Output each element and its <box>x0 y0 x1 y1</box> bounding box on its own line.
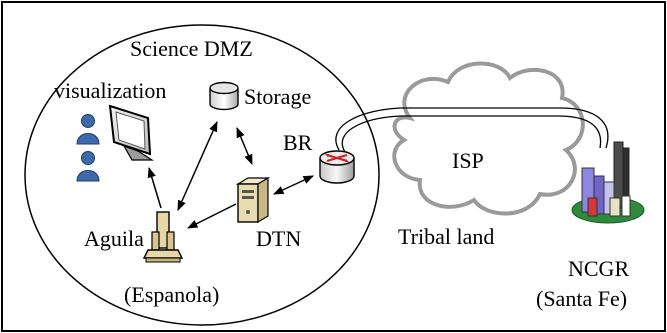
arrow-dtn-br <box>273 175 314 195</box>
storage-label: Storage <box>244 84 311 109</box>
tribal-land-label: Tribal land <box>398 224 494 249</box>
telescope-icon <box>142 211 184 263</box>
user-icon <box>76 151 100 182</box>
database-cylinder-icon <box>209 81 239 111</box>
arrow-storage-dtn <box>236 127 253 165</box>
science-dmz-label: Science DMZ <box>130 36 253 61</box>
isp-label: ISP <box>452 148 484 173</box>
santa-fe-label: (Santa Fe) <box>536 286 627 311</box>
arrow-aguila-storage <box>177 121 218 211</box>
science-dmz-boundary <box>24 24 380 326</box>
user-icon <box>76 114 100 145</box>
arrow-aguila-visualization <box>147 166 162 209</box>
espanola-label: (Espanola) <box>124 282 219 307</box>
connection-arrows <box>147 121 314 229</box>
server-tower-icon <box>235 176 271 224</box>
br-ncgr-link <box>335 107 609 153</box>
city-buildings-icon <box>571 141 645 224</box>
router-icon <box>319 150 355 184</box>
cloud-icon <box>392 61 585 216</box>
ncgr-label: NCGR <box>568 256 629 281</box>
monitor-icon <box>108 104 155 161</box>
dtn-label: DTN <box>256 226 301 251</box>
aguila-label: Aguila <box>84 226 144 251</box>
br-label: BR <box>283 130 313 155</box>
arrow-dtn-aguila <box>187 203 237 229</box>
visualization-label: visualization <box>54 78 166 103</box>
